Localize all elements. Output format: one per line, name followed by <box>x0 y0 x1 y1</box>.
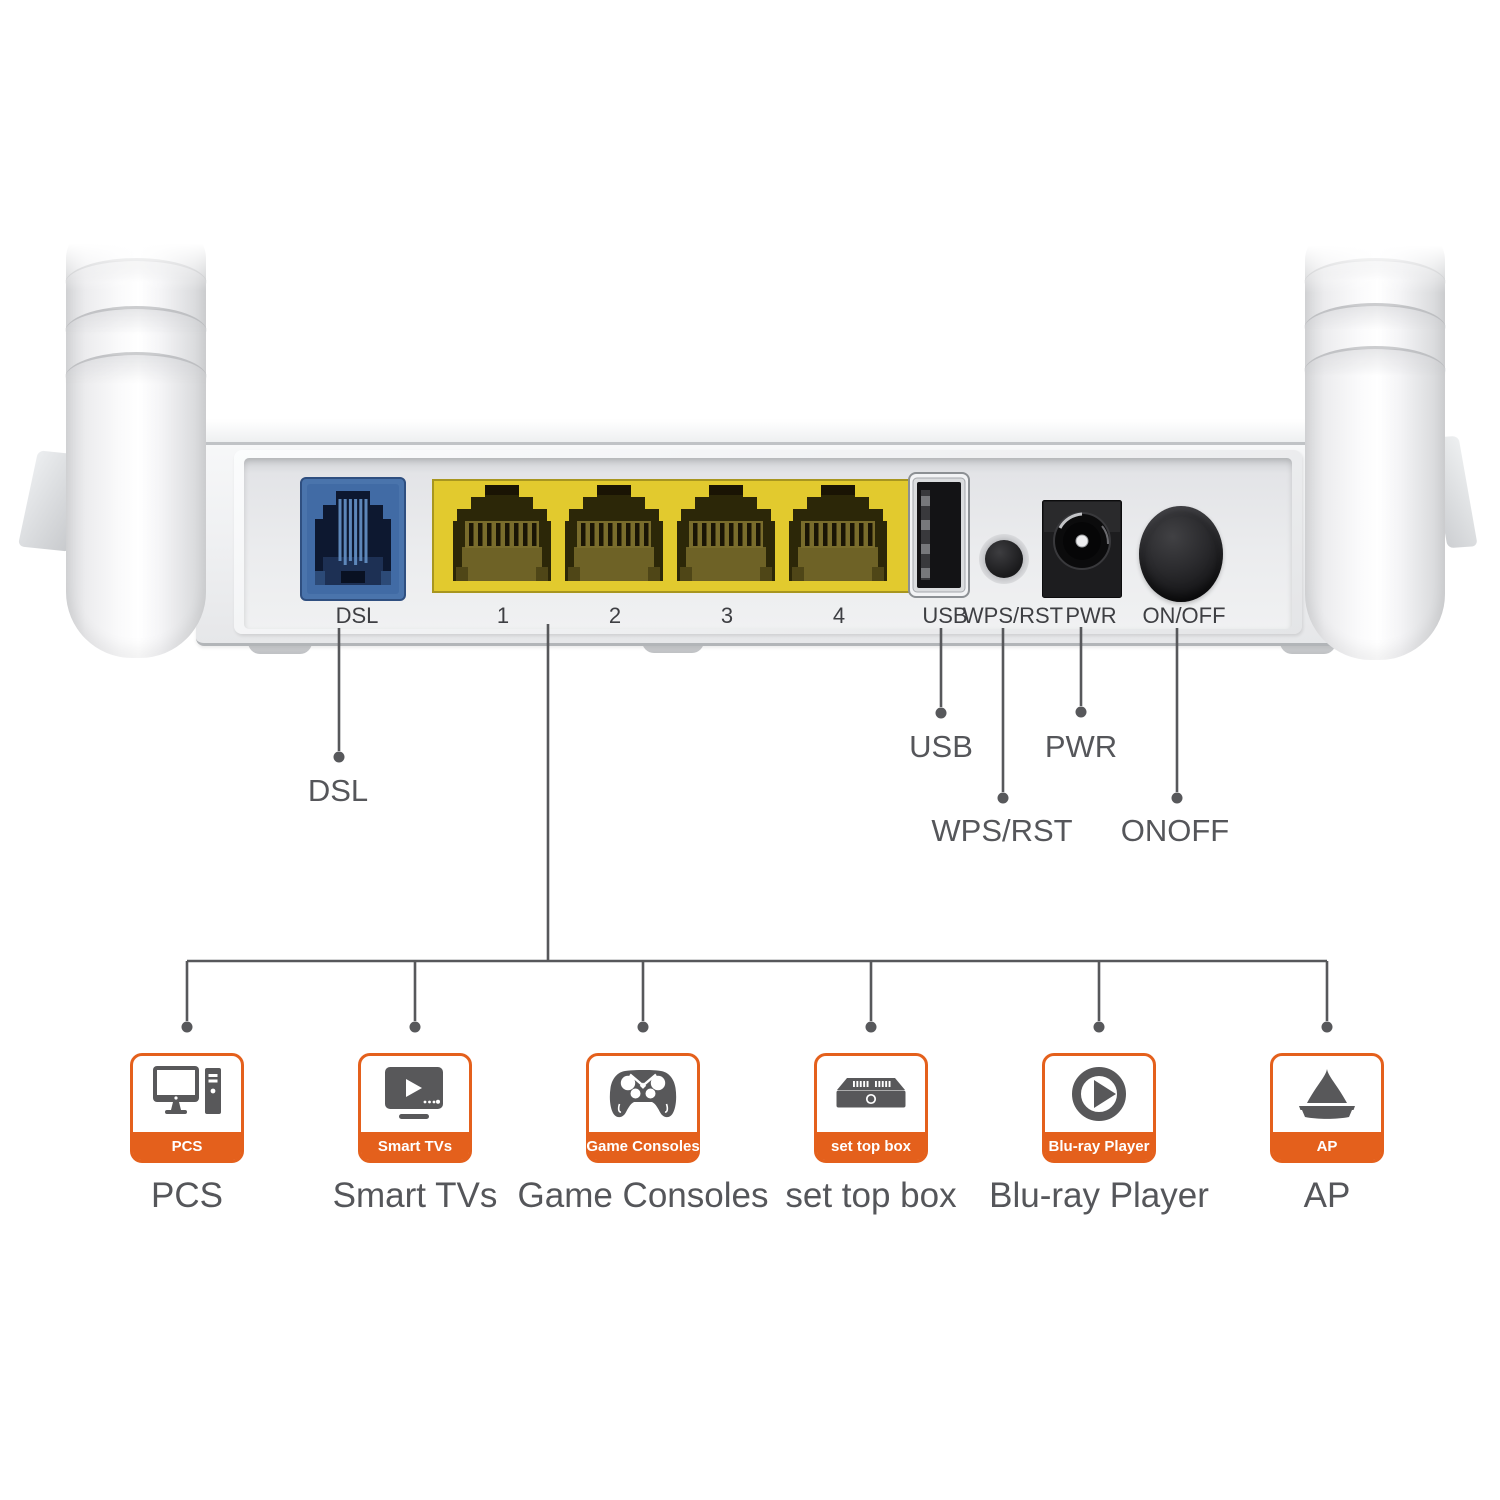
device-label-pcs: PCS <box>151 1176 223 1215</box>
port-label-onoff: ON/OFF <box>1142 603 1226 628</box>
device-card-set-top-box: set top box <box>814 1053 928 1163</box>
left-antenna <box>63 225 209 658</box>
device-banner-label: PCS <box>133 1132 241 1160</box>
device-label-bluray-player: Blu-ray Player <box>989 1176 1209 1215</box>
router-top-edge <box>196 420 1352 445</box>
smart-tv-icon <box>385 1067 443 1119</box>
device-banner-label: Game Consoles <box>586 1132 700 1160</box>
device-label-set-top-box: set top box <box>785 1176 957 1215</box>
port-label-lan4: 4 <box>832 603 846 628</box>
device-banner-label: Smart TVs <box>361 1132 469 1160</box>
callout-label-usb: USB <box>909 729 973 764</box>
port-label-lan3: 3 <box>720 603 734 628</box>
callout-label-dsl: DSL <box>307 773 369 808</box>
device-label-ap: AP <box>1303 1176 1351 1215</box>
gamepad-icon <box>609 1070 677 1118</box>
device-card-pcs: PCS <box>130 1053 244 1163</box>
set-top-box-icon <box>836 1078 906 1108</box>
port-label-wps: WPS/RST <box>962 603 1064 628</box>
device-card-game-consoles: Game Consoles <box>586 1053 700 1163</box>
device-label-game-consoles: Game Consoles <box>517 1176 769 1215</box>
device-card-bluray-player: Blu-ray Player <box>1042 1053 1156 1163</box>
access-point-icon <box>1299 1069 1355 1119</box>
device-card-smart-tvs: Smart TVs <box>358 1053 472 1163</box>
port-label-dsl: DSL <box>335 603 379 628</box>
callout-label-wps: WPS/RST <box>931 813 1073 848</box>
device-banner-label: set top box <box>817 1132 925 1160</box>
lan-connector-tree <box>185 624 1329 1021</box>
desktop-pc-icon <box>153 1066 221 1114</box>
device-banner-label: AP <box>1273 1132 1381 1160</box>
callout-label-onoff: ONOFF <box>1120 813 1230 848</box>
wps-rst-button <box>979 534 1029 584</box>
power-jack <box>1042 500 1122 598</box>
device-banner-label: Blu-ray Player <box>1045 1132 1153 1160</box>
device-label-smart-tvs: Smart TVs <box>332 1176 498 1215</box>
port-label-pwr: PWR <box>1065 603 1117 628</box>
callout-label-pwr: PWR <box>1044 729 1118 764</box>
right-antenna <box>1302 227 1448 660</box>
bluray-player-icon <box>1072 1067 1126 1121</box>
usb-port <box>908 472 970 598</box>
port-label-usb: USB <box>922 603 968 628</box>
device-card-ap: AP <box>1270 1053 1384 1163</box>
dsl-port <box>300 477 406 601</box>
port-label-lan1: 1 <box>496 603 510 628</box>
on-off-button <box>1139 506 1223 602</box>
port-label-lan2: 2 <box>608 603 622 628</box>
